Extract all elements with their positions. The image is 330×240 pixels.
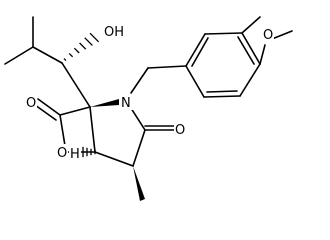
bond-c5-c1	[89, 106, 96, 153]
bond-c1-c7	[59, 106, 91, 116]
ring-double-bond-b	[206, 90, 238, 93]
bond-c3-c4	[132, 129, 146, 167]
ring-bond-5	[204, 32, 243, 35]
bond-methyl-left	[4, 46, 34, 65]
bond-aryl-o-methoxy	[259, 44, 266, 65]
ring-bond-3	[239, 63, 261, 97]
bond-o-methyl-methoxy	[271, 30, 293, 40]
bridgehead-hydrogen-label: H	[70, 147, 80, 162]
bond-n-ch2	[130, 67, 149, 94]
bond-isopropyl-to-carbinol	[32, 46, 63, 64]
ring-double-bond-a	[191, 37, 209, 67]
wedge-bond-c4-methyl	[133, 166, 145, 201]
bond-carbinol-to-c1	[61, 62, 91, 108]
hashed-bond-bridgehead-h	[82, 146, 96, 158]
lactone-ring-oxygen-label: O	[57, 146, 67, 161]
hydroxyl-label: OH	[104, 25, 124, 40]
ring-bond-2	[203, 95, 241, 98]
ring-bond-6	[185, 33, 206, 67]
molecule-structure: OH N O O O O H	[4, 16, 293, 201]
bond-ch2-aryl	[147, 65, 187, 69]
lactam-carbonyl-oxygen-label: O	[175, 123, 185, 138]
bond-aryl-to-o	[241, 16, 261, 34]
bond-c4-c5	[94, 151, 134, 167]
ring-bond-4	[241, 32, 261, 65]
methoxy-oxygen-label: O	[263, 28, 273, 43]
ring-double-bond-c	[237, 36, 255, 65]
bond-c7-o-carbonyl-1	[37, 98, 61, 116]
ring-bond-1	[185, 65, 205, 98]
wedge-bond-c1-n	[90, 99, 119, 107]
nitrogen-label: N	[121, 96, 131, 111]
hashed-bond-carbinol-oh	[63, 32, 100, 62]
bond-c7-o-carbonyl-2	[34, 104, 57, 121]
lactone-carbonyl-oxygen-label: O	[26, 96, 36, 111]
